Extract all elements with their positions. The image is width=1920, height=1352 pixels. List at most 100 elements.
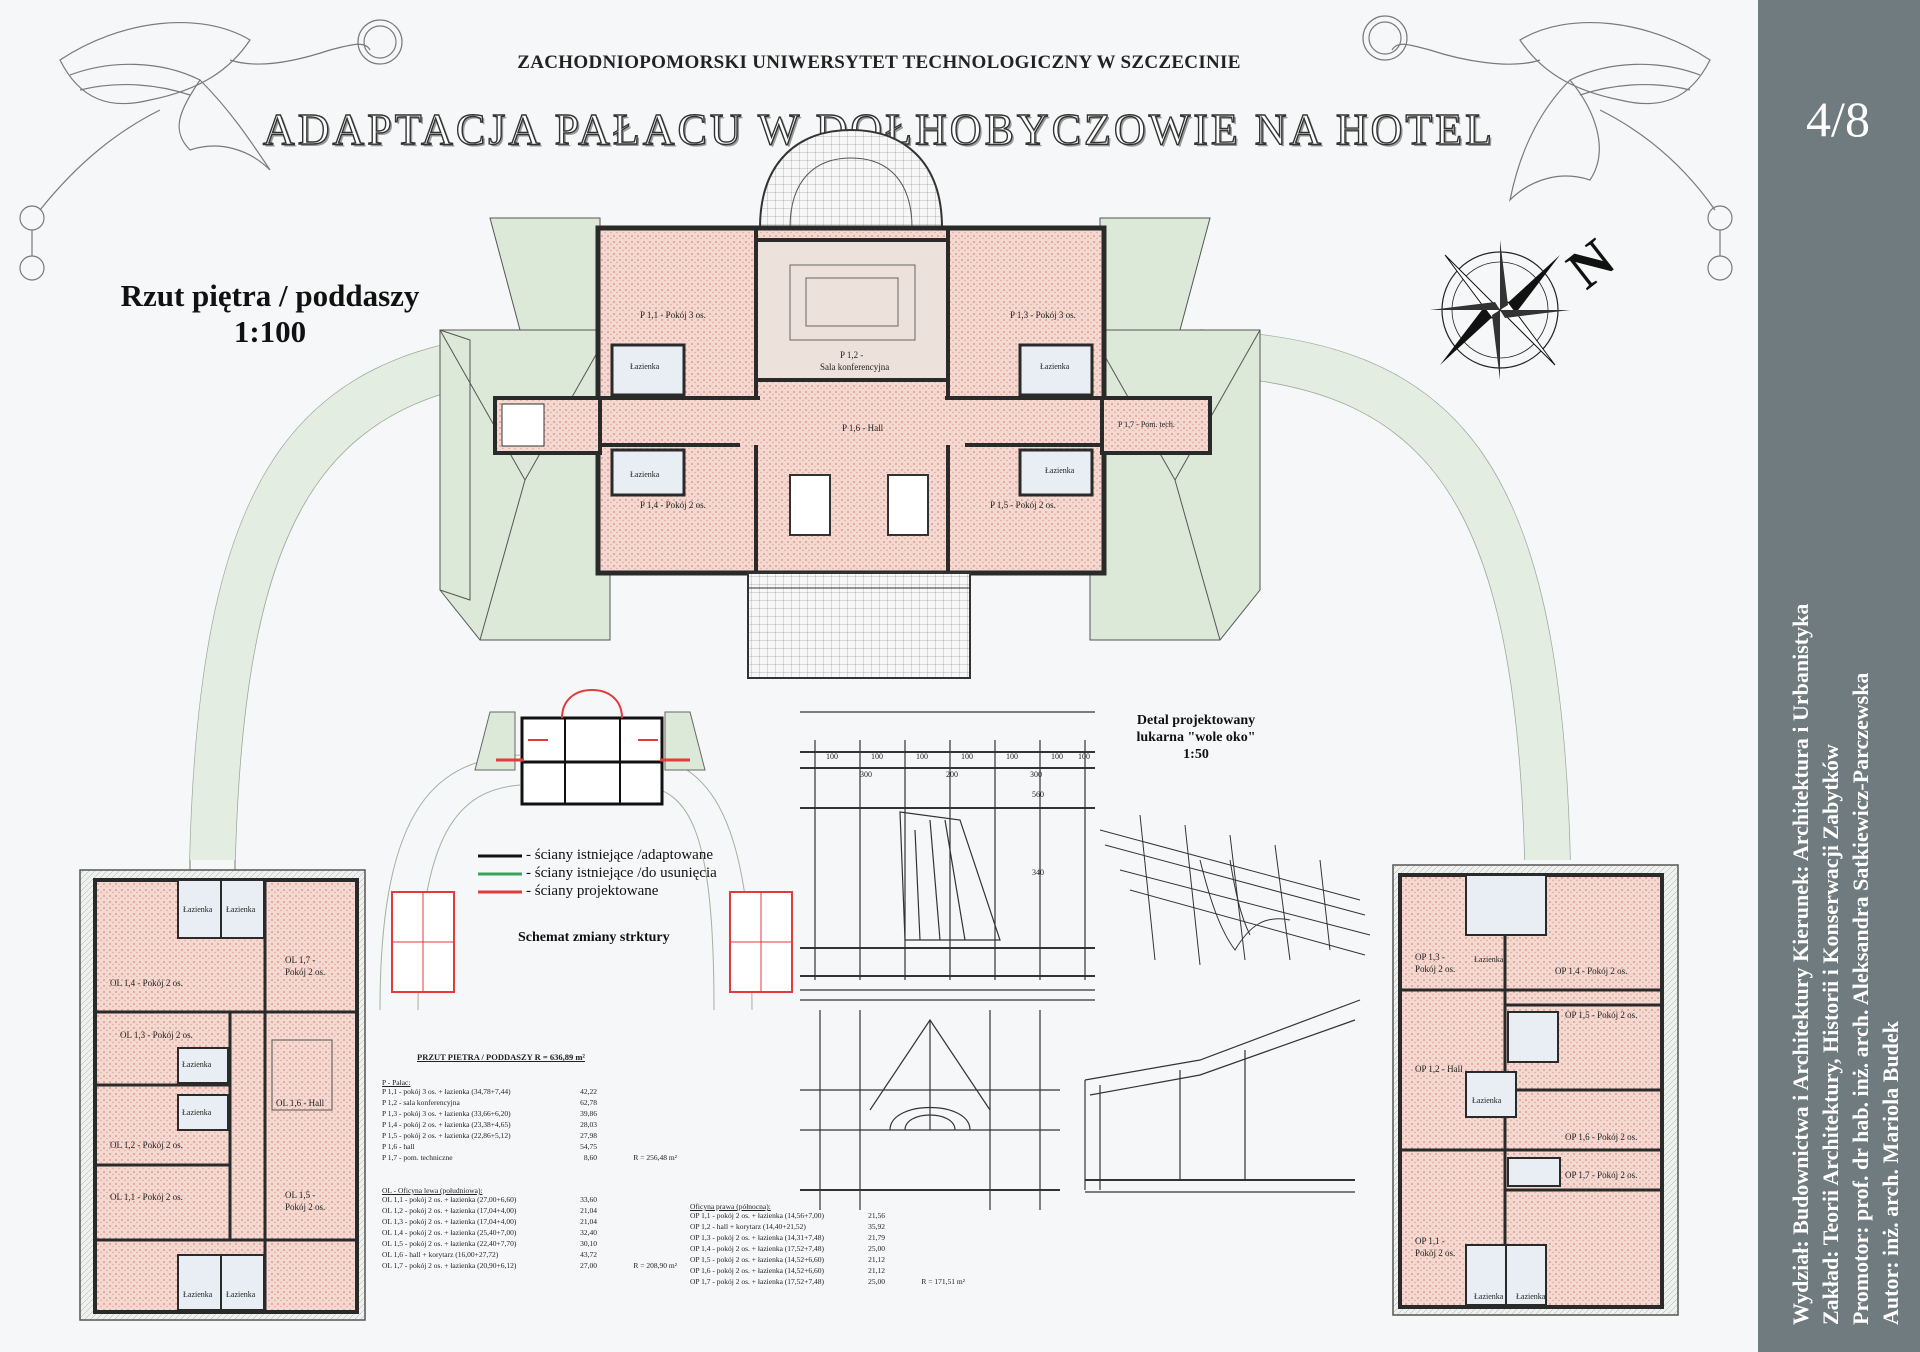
palace-section-title: P - Pałac: — [382, 1078, 411, 1087]
faculty-line: Wydział: Budownictwa i Architektury Kier… — [1788, 603, 1813, 1325]
bath-op12-label: Łazienka — [1472, 1096, 1502, 1105]
palace-row: P 1,2 - sala konferencyjna 62,78 — [382, 1098, 1022, 1109]
left-row-area: 43,72 — [580, 1250, 597, 1259]
bath-ol12-label: Łazienka — [182, 1108, 212, 1117]
room-p13-label: P 1,3 - Pokój 3 os. — [1010, 310, 1076, 320]
dim-top-3: 100 — [961, 752, 973, 761]
room-ol16-label: OL 1,6 - Hall — [276, 1098, 325, 1108]
left-row-name: OL 1,1 - pokój 2 os. + łazienka (27,00+6… — [382, 1195, 517, 1204]
palace-row-name: P 1,6 - hall — [382, 1142, 415, 1151]
left-row-area: 32,40 — [580, 1228, 597, 1237]
left-row-name: OL 1,2 - pokój 2 os. + łazienka (17,04+4… — [382, 1206, 517, 1215]
title-block-sidebar — [1758, 0, 1920, 1352]
legend-item-remove: - ściany istniejące /do usunięcia — [526, 864, 717, 881]
area-schedule: PRZUT PIETRA / PODDASZY R = 636,89 m² P … — [382, 1052, 1022, 1272]
right-wing-plan — [1392, 864, 1679, 1316]
angel-right-ornament — [1362, 15, 1733, 281]
north-arrow-compass: N — [1430, 227, 1626, 380]
dim-bottom-2: 300 — [1030, 770, 1042, 779]
room-op16-label: OP 1,6 - Pokój 2 os. — [1565, 1132, 1638, 1142]
right-row-name: OP 1,7 - pokój 2 os. + łazienka (17,52+7… — [690, 1277, 824, 1286]
right-row-area: 21,12 — [868, 1266, 885, 1275]
palace-row-area: 8,60 — [583, 1153, 597, 1162]
sheet-number: 4/8 — [1806, 91, 1870, 147]
left-wing-row: OL 1,6 - hall + korytarz (16,00+27,72)43… — [382, 1250, 1022, 1261]
dim-top-4: 100 — [1006, 752, 1018, 761]
angel-left-ornament — [19, 19, 403, 281]
dim-vertical-0: 560 — [1032, 790, 1044, 799]
right-wing-total: R = 171,51 m² — [921, 1277, 965, 1286]
rotunda-dome — [758, 128, 944, 229]
palace-row-name: P 1,5 - pokój 2 os. + łazienka (22,86+5,… — [382, 1131, 511, 1140]
room-p12-name: Sala konferencyjna — [820, 362, 890, 372]
dim-top-0: 100 — [826, 752, 838, 761]
right-wing-row: OP 1,5 - pokój 2 os. + łazienka (14,52+6… — [690, 1255, 990, 1266]
legend-item-existing: - ściany istniejące /adaptowane — [526, 846, 714, 863]
right-row-name: OP 1,4 - pokój 2 os. + łazienka (17,52+7… — [690, 1244, 824, 1253]
plan-title-text: Rzut piętra / poddaszy — [120, 278, 420, 313]
palace-row-name: P 1,3 - pokój 3 os. + łazienka (33,66+6,… — [382, 1109, 511, 1118]
room-op11-name: Pokój 2 os. — [1415, 1248, 1456, 1258]
dim-bottom-0: 300 — [860, 770, 872, 779]
right-row-area: 35,92 — [868, 1222, 885, 1231]
room-ol12-label: OL 1,2 - Pokój 2 os. — [110, 1140, 183, 1150]
room-p11-label: P 1,1 - Pokój 3 os. — [640, 310, 706, 320]
bath-p11-label: Łazienka — [630, 362, 660, 371]
palace-row: P 1,3 - pokój 3 os. + łazienka (33,66+6,… — [382, 1109, 1022, 1120]
bath-p15-label: Łazienka — [1045, 466, 1075, 475]
bath-op-bottom-2-label: Łazienka — [1516, 1292, 1546, 1301]
right-wing-row: OP 1,1 - pokój 2 os. + łazienka (14,56+7… — [690, 1211, 990, 1222]
right-wing-area-schedule: Oficyna prawa (północna): OP 1,1 - pokój… — [690, 1202, 990, 1288]
area-schedule-header: PRZUT PIETRA / PODDASZY R = 636,89 m² — [417, 1052, 585, 1062]
room-p14-label: P 1,4 - Pokój 2 os. — [640, 500, 706, 510]
dim-top-2: 100 — [916, 752, 928, 761]
dormer-detail-title: Detal projektowany lukarna "wole oko" 1:… — [1106, 712, 1286, 763]
svg-text:N: N — [1556, 227, 1626, 301]
drawing-svg: N — [19, 15, 1733, 1321]
dormer-detail-scale: 1:50 — [1183, 747, 1209, 762]
right-wing-row: OP 1,6 - pokój 2 os. + łazienka (14,52+6… — [690, 1266, 990, 1277]
bath-ol-bottom-2-label: Łazienka — [226, 1290, 256, 1299]
right-row-area: 21,56 — [868, 1211, 885, 1220]
bath-ol-bottom-1-label: Łazienka — [183, 1290, 213, 1299]
plan-title: Rzut piętra / poddaszy 1:100 — [70, 278, 470, 350]
room-ol15-name: Pokój 2 os. — [285, 1202, 326, 1212]
right-wing-row: OP 1,4 - pokój 2 os. + łazienka (17,52+7… — [690, 1244, 990, 1255]
left-row-area: 30,10 — [580, 1239, 597, 1248]
right-wing-row: OP 1,3 - pokój 2 os. + łazienka (14,31+7… — [690, 1233, 990, 1244]
bath-op-bottom-1-label: Łazienka — [1474, 1292, 1504, 1301]
right-row-name: OP 1,3 - pokój 2 os. + łazienka (14,31+7… — [690, 1233, 824, 1242]
dormer-detail-line2: lukarna "wole oko" — [1136, 730, 1256, 745]
colonnade-left-fill — [190, 330, 560, 860]
room-p17-label: P 1,7 - Pom. tech. — [1118, 420, 1175, 429]
left-row-name: OL 1,5 - pokój 2 os. + łazienka (22,40+7… — [382, 1239, 517, 1248]
legend: - ściany istniejące /adaptowane - ściany… — [478, 846, 717, 900]
palace-row: P 1,1 - pokój 3 os. + łazienka (34,78+7,… — [382, 1087, 1022, 1098]
dim-top-5: 100 — [1051, 752, 1063, 761]
right-wing-row: OP 1,2 - hall + korytarz (14,40+21,52)35… — [690, 1222, 990, 1233]
palace-row: P 1,4 - pokój 2 os. + łazienka (23,38+4,… — [382, 1120, 1022, 1131]
left-row-name: OL 1,4 - pokój 2 os. + łazienka (25,40+7… — [382, 1228, 517, 1237]
left-wing-total: R = 208,90 m² — [633, 1261, 677, 1270]
dormer-detail-line1: Detal projektowany — [1136, 713, 1256, 728]
dormer-detail-sketch — [1099, 814, 1371, 966]
colonnade-right-fill — [1200, 330, 1570, 860]
right-row-name: OP 1,1 - pokój 2 os. + łazienka (14,56+7… — [690, 1211, 824, 1220]
left-wing-row: OL 1,2 - pokój 2 os. + łazienka (17,04+4… — [382, 1206, 1022, 1217]
author-line: Autor: inż. arch. Mariola Budek — [1878, 1021, 1903, 1325]
palace-row-area: 62,78 — [580, 1098, 597, 1107]
left-wing-plan — [79, 869, 366, 1321]
bath-p13-label: Łazienka — [1040, 362, 1070, 371]
right-wing-row: OP 1,7 - pokój 2 os. + łazienka (17,52+7… — [690, 1277, 990, 1288]
left-row-area: 33,60 — [580, 1195, 597, 1204]
left-wing-section-title: OL - Oficyna lewa (południowa): — [382, 1186, 483, 1195]
palace-row-name: P 1,2 - sala konferencyjna — [382, 1098, 460, 1107]
palace-row-area: 27,98 — [580, 1131, 597, 1140]
legend-item-new: - ściany projektowane — [526, 882, 659, 899]
room-ol14-label: OL 1,4 - Pokój 2 os. — [110, 978, 183, 988]
room-ol17-label: OL 1,7 - — [285, 955, 316, 965]
left-row-area: 21,04 — [580, 1217, 597, 1226]
room-p15-label: P 1,5 - Pokój 2 os. — [990, 500, 1056, 510]
palace-row-name: P 1,7 - pom. techniczne — [382, 1153, 453, 1162]
